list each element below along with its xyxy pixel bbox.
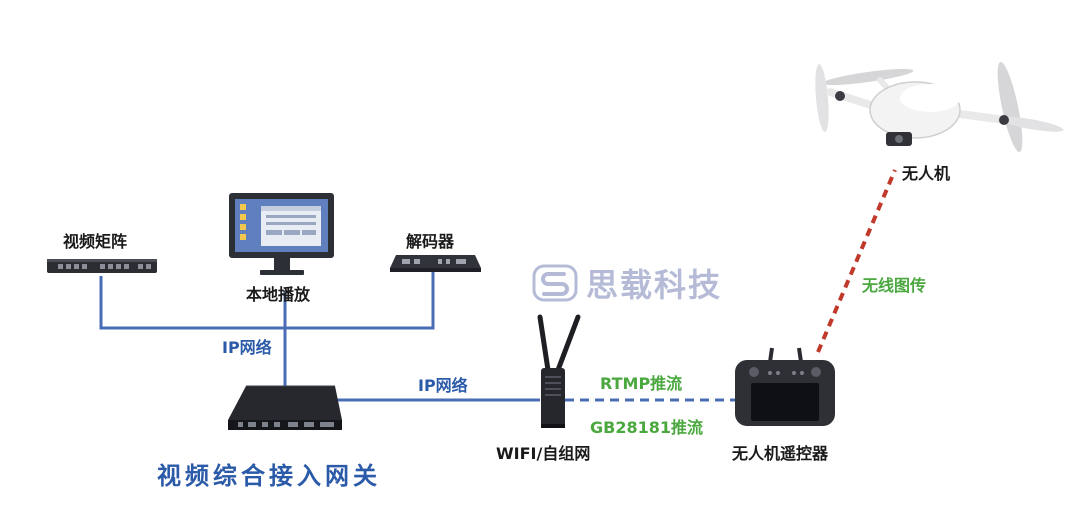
gateway-label: 视频综合接入网关	[157, 462, 381, 490]
wireless-link	[816, 169, 897, 353]
rtmp-label: RTMP推流	[600, 374, 683, 393]
watermark-text: 思载科技	[586, 266, 723, 304]
decoder-label: 解码器	[406, 232, 455, 251]
ip-links	[99, 272, 540, 402]
gb28181-label: GB28181推流	[590, 418, 703, 437]
wifi-device	[537, 314, 581, 428]
video-matrix-device	[47, 259, 157, 273]
wireless-label: 无线图传	[862, 276, 927, 295]
drone-device	[815, 61, 1064, 153]
ip-network-mid-label: IP网络	[418, 376, 468, 395]
local-playback-label: 本地播放	[246, 285, 311, 304]
remote-controller-device	[735, 347, 835, 426]
watermark-logo-icon	[532, 264, 578, 302]
matrix-link	[99, 272, 435, 330]
monitor-device	[229, 193, 334, 275]
ip-network-left-label: IP网络	[222, 338, 272, 357]
company-watermark: 思载科技	[532, 260, 722, 306]
video-matrix-label: 视频矩阵	[63, 232, 128, 251]
gateway-device	[228, 385, 342, 430]
drone-label: 无人机	[902, 164, 951, 183]
decoder-device	[390, 255, 481, 272]
wifi-label: WIFI/自组网	[496, 444, 591, 463]
controller-label: 无人机遥控器	[732, 444, 829, 463]
